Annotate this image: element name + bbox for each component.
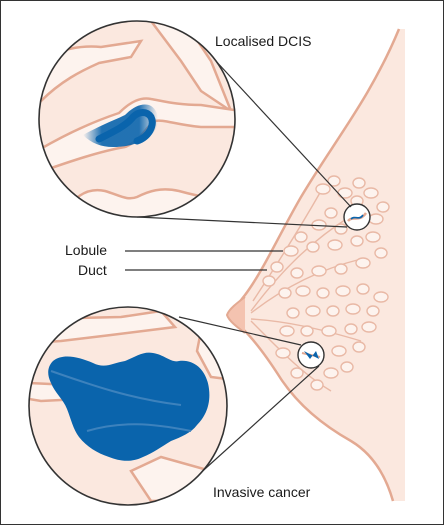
invasive-site-marker: [298, 342, 324, 368]
breast-silhouette: [227, 29, 405, 501]
label-duct: Duct: [78, 262, 107, 278]
dcis-site-marker: [344, 204, 370, 230]
magnified-view-dcis: [35, 21, 241, 231]
label-invasive-cancer: Invasive cancer: [213, 484, 310, 500]
magnified-view-invasive: [29, 307, 229, 505]
label-lobule: Lobule: [65, 242, 107, 258]
label-localised-dcis: Localised DCIS: [215, 33, 312, 49]
